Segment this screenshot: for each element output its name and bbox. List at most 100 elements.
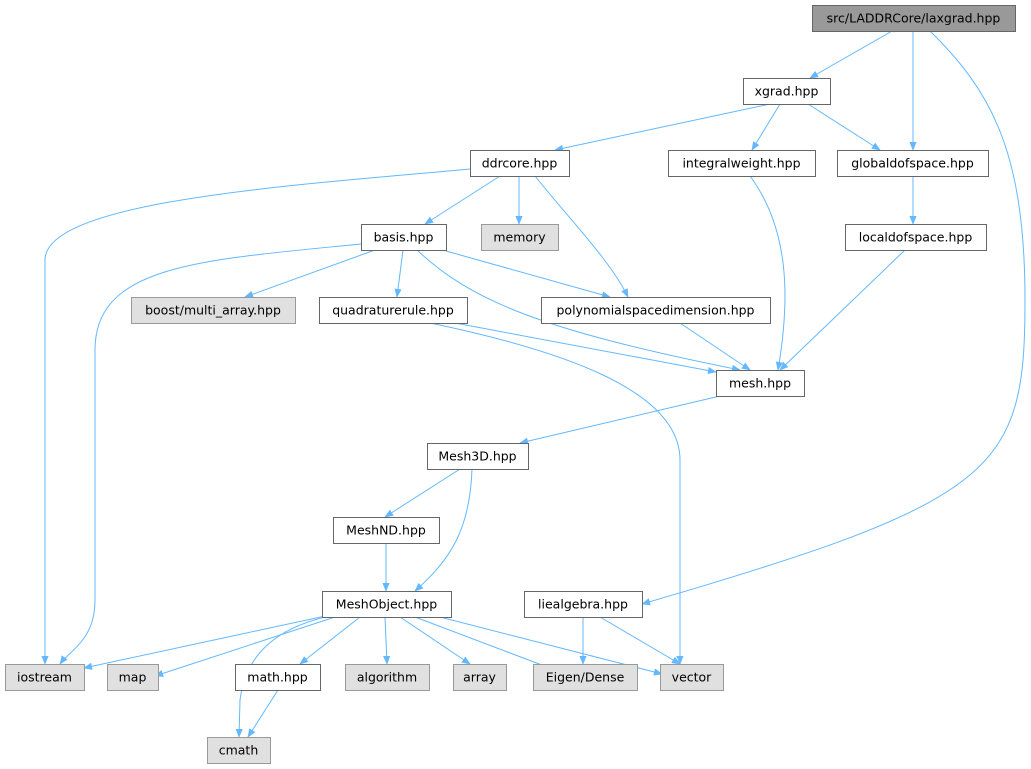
edge-xgrad-to-globaldofspace bbox=[807, 103, 881, 151]
node-xgrad[interactable]: xgrad.hpp bbox=[743, 78, 831, 105]
nodes: src/LADDRCore/laxgrad.hpp xgrad.hpp ddrcor… bbox=[5, 5, 1016, 764]
node-math[interactable]: math.hpp bbox=[235, 664, 321, 691]
node-box bbox=[235, 664, 321, 691]
node-box bbox=[481, 224, 559, 251]
node-box bbox=[845, 224, 987, 251]
node-meshobject[interactable]: MeshObject.hpp bbox=[322, 591, 452, 618]
node-label: cmath bbox=[219, 743, 259, 758]
node-box bbox=[533, 664, 638, 691]
edge-localdofspace-to-mesh bbox=[779, 249, 906, 371]
edge-integralweight-to-mesh bbox=[749, 175, 786, 371]
node-label: array bbox=[463, 670, 496, 685]
node-box bbox=[427, 443, 529, 470]
node-label: liealgebra.hpp bbox=[538, 597, 628, 612]
edge-ddrcore-to-polyspace bbox=[534, 175, 629, 298]
node-label: math.hpp bbox=[247, 670, 307, 685]
node-box bbox=[716, 370, 805, 397]
node-meshnd[interactable]: MeshND.hpp bbox=[333, 517, 440, 544]
edge-mesh3d-to-meshnd bbox=[384, 468, 461, 518]
edge-basis-to-boost bbox=[244, 249, 376, 298]
node-box bbox=[207, 737, 271, 764]
node-label: map bbox=[119, 670, 147, 685]
edge-quadraturerule-to-vector bbox=[429, 322, 684, 665]
edge-basis-to-iostream bbox=[59, 243, 362, 665]
node-polyspace[interactable]: polynomialspacedimension.hpp bbox=[541, 297, 771, 324]
node-label: basis.hpp bbox=[374, 230, 434, 245]
node-box bbox=[453, 664, 507, 691]
node-label: vector bbox=[672, 670, 713, 685]
edge-meshobject-to-map bbox=[154, 616, 336, 677]
edge-mesh3d-to-meshobject bbox=[414, 468, 473, 592]
node-box bbox=[541, 297, 771, 324]
node-label: MeshObject.hpp bbox=[336, 597, 437, 612]
node-mesh[interactable]: mesh.hpp bbox=[716, 370, 805, 397]
node-quadraturerule[interactable]: quadraturerule.hpp bbox=[319, 297, 468, 324]
node-label: quadraturerule.hpp bbox=[332, 303, 454, 318]
edge-liealgebra-to-vector bbox=[599, 616, 681, 665]
edge-polyspace-to-mesh bbox=[679, 322, 751, 371]
node-box bbox=[470, 150, 570, 177]
node-basis[interactable]: basis.hpp bbox=[361, 224, 447, 251]
node-label: integralweight.hpp bbox=[682, 156, 800, 171]
edge-meshobject-to-eigen bbox=[414, 616, 556, 671]
node-box bbox=[107, 664, 159, 691]
node-localdofspace[interactable]: localdofspace.hpp bbox=[845, 224, 987, 251]
edge-meshobject-to-array bbox=[399, 616, 471, 665]
node-box bbox=[743, 78, 831, 105]
node-label: Eigen/Dense bbox=[546, 670, 625, 685]
node-box bbox=[322, 591, 452, 618]
node-box bbox=[333, 517, 440, 544]
node-box bbox=[345, 664, 430, 691]
node-ddrcore[interactable]: ddrcore.hpp bbox=[470, 150, 570, 177]
node-boost: boost/multi_array.hpp bbox=[131, 297, 296, 324]
node-label: MeshND.hpp bbox=[346, 523, 426, 538]
node-iostream: iostream bbox=[5, 664, 85, 691]
node-eigen: Eigen/Dense bbox=[533, 664, 638, 691]
edge-meshobject-to-iostream bbox=[83, 614, 331, 670]
edge-math-to-cmath bbox=[247, 689, 279, 738]
edge-basis-to-polyspace bbox=[445, 250, 611, 299]
node-label: src/LADDRCore/laxgrad.hpp bbox=[827, 11, 1001, 26]
node-cmath: cmath bbox=[207, 737, 271, 764]
node-mesh3d[interactable]: Mesh3D.hpp bbox=[427, 443, 529, 470]
node-label: algorithm bbox=[357, 670, 417, 685]
node-label: Mesh3D.hpp bbox=[438, 449, 516, 464]
edge-meshobject-to-math bbox=[299, 616, 361, 665]
node-array: array bbox=[453, 664, 507, 691]
edge-basis-to-mesh bbox=[416, 249, 741, 372]
node-memory: memory bbox=[481, 224, 559, 251]
edge-xgrad-to-integralweight bbox=[751, 103, 781, 151]
edge-laxgrad-to-liealgebra bbox=[641, 30, 1026, 606]
node-label: memory bbox=[493, 230, 546, 245]
edge-laxgrad-to-xgrad bbox=[809, 30, 893, 79]
node-liealgebra[interactable]: liealgebra.hpp bbox=[524, 591, 643, 618]
edges bbox=[41, 30, 1026, 738]
node-box bbox=[668, 150, 816, 177]
edge-mesh-to-mesh3d bbox=[519, 395, 721, 445]
node-label: ddrcore.hpp bbox=[482, 156, 558, 171]
node-label: globaldofspace.hpp bbox=[851, 156, 974, 171]
edge-ddrcore-to-basis bbox=[424, 175, 501, 225]
node-map: map bbox=[107, 664, 159, 691]
node-globaldofspace[interactable]: globaldofspace.hpp bbox=[837, 150, 989, 177]
node-box bbox=[812, 5, 1016, 32]
node-box bbox=[361, 224, 447, 251]
edge-meshobject-to-cmath bbox=[235, 612, 346, 738]
edge-xgrad-to-ddrcore bbox=[554, 103, 771, 152]
node-box bbox=[5, 664, 85, 691]
node-box bbox=[837, 150, 989, 177]
edge-basis-to-quadraturerule bbox=[394, 249, 404, 298]
node-box bbox=[524, 591, 643, 618]
edge-quadraturerule-to-mesh bbox=[454, 322, 717, 375]
node-box bbox=[131, 297, 296, 324]
node-box bbox=[660, 664, 724, 691]
node-integralweight[interactable]: integralweight.hpp bbox=[668, 150, 816, 177]
node-laxgrad[interactable]: src/LADDRCore/laxgrad.hpp bbox=[812, 5, 1016, 32]
node-algorithm: algorithm bbox=[345, 664, 430, 691]
node-label: localdofspace.hpp bbox=[859, 230, 973, 245]
node-box bbox=[319, 297, 468, 324]
node-label: mesh.hpp bbox=[729, 376, 791, 391]
node-label: xgrad.hpp bbox=[755, 84, 819, 99]
node-vector: vector bbox=[660, 664, 724, 691]
